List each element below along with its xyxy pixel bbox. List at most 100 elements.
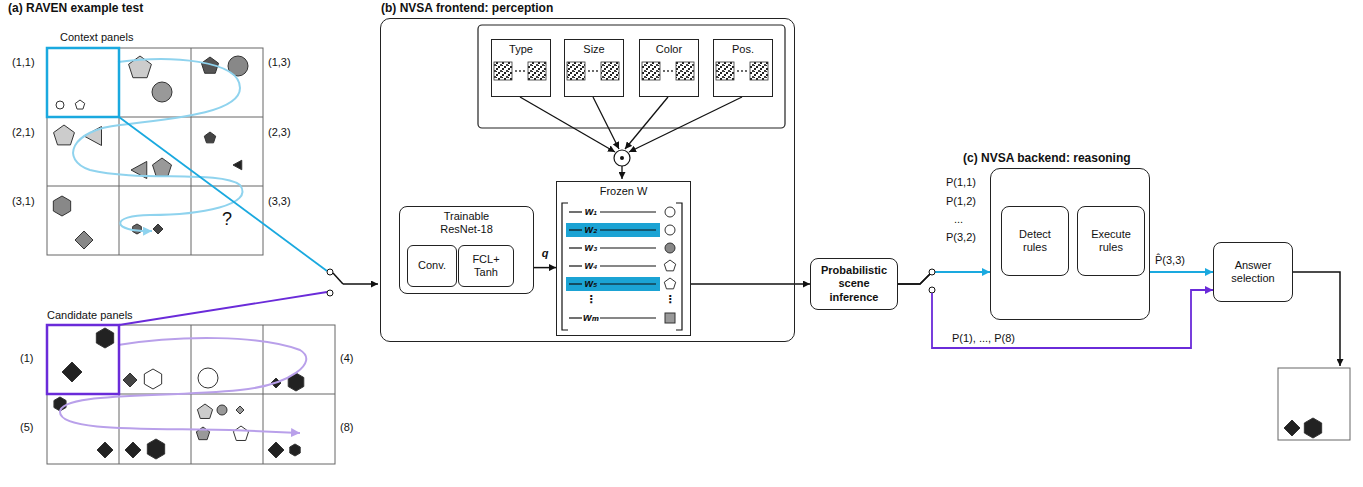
annotation: (5) [20,421,33,434]
panel-shapes [54,125,75,145]
connector-line [1150,271,1213,273]
annotation: P(1,2) [946,195,976,208]
input-switch [119,117,327,271]
box-label: Detect rules [1010,228,1060,254]
connector-line [935,271,990,273]
panel-shapes [97,442,113,458]
matrix-rows [600,229,656,230]
matrix-shapes [665,243,675,253]
panel-shapes [153,224,163,234]
context-grid [47,48,263,255]
codebook-matrix: Frozen W [556,181,691,336]
candidate-grid [263,325,264,464]
matrix-shapes [664,260,675,271]
codebook-box: Pos. [713,39,773,97]
panel-shapes [147,439,164,459]
ellipsis-dots [663,70,665,72]
binding-operator [614,150,630,166]
panel-shapes [144,369,161,389]
matrix-rows [600,247,656,248]
input-switch [343,283,378,285]
matrix-entry: w₄ [585,259,598,272]
panel-shapes [196,427,209,440]
box-label: Size [568,43,620,56]
matrix-shapes [665,313,675,323]
context-grid [119,48,120,255]
ellipsis-dots [523,70,525,72]
ellipsis-dots [515,70,517,72]
matrix-entry: ⋮ [665,293,676,306]
codebook-box: Size [564,39,624,97]
candidate-grid [47,325,335,464]
annotation: ... [954,213,963,226]
binding-arrows [621,166,622,179]
panel-shapes [204,132,215,143]
matrix-shapes [664,207,675,323]
ellipsis-dots [741,70,743,72]
matrix-entry: w₁ [585,205,597,218]
connector-line [534,267,556,269]
process-box: Probabilistic scene inference [810,258,898,310]
panel-shapes [271,378,281,388]
layer-box: FCL+ Tanh [458,245,514,287]
connector-line [898,274,930,284]
box-label: Conv. [416,259,448,272]
frontend-panel: TypeSizeColorPos.Conv.FCL+ TanhTrainable… [380,18,795,342]
connector [898,274,1213,348]
binding-arrows [520,97,742,179]
ellipsis-dots [667,70,669,72]
context-flow [73,59,242,231]
codebook-noise [676,62,694,80]
matrix-rows [569,283,582,284]
binding-arrows [593,97,619,149]
panel-shapes [75,231,93,249]
panel-shapes [201,57,218,73]
box-label: Execute rules [1086,228,1136,254]
annotation: (4) [340,352,353,365]
codebook-noise [494,62,768,80]
annotation: (1,1) [12,56,35,69]
binding-operator [614,150,630,166]
ellipsis-dots [519,70,521,72]
context-grid [47,117,263,118]
codebook-box: Type [491,39,551,97]
panel-shapes [290,444,300,456]
input-switch [119,117,378,325]
panel-shapes [125,442,141,458]
codebook-noise [567,62,585,80]
matrix-entry: w₅ [585,277,598,290]
matrix-rows [569,211,582,212]
backend-panel: Detect rulesExecute rules(c) NVSA backen… [990,168,1150,320]
matrix-shapes [664,278,675,289]
annotation: P(3,2) [946,231,976,244]
panel-title: (b) NVSA frontend: perception [381,1,553,15]
connector-line [898,274,930,284]
panel-title: (a) RAVEN example test [8,1,143,15]
matrix-entry: ⋮ [586,293,597,306]
codebook-panel [478,25,785,128]
panel-shapes [75,100,85,109]
panel-shapes [217,405,227,415]
selected-context-panel [47,48,119,117]
context-grid [47,186,263,187]
connector-line [691,283,810,285]
selected-candidate-panel [47,325,119,394]
annotation: (2,1) [12,126,35,139]
connector-line [932,290,1213,348]
annotation: Context panels [60,31,133,44]
annotation: ? [222,209,232,231]
binding-arrows [625,97,668,149]
process-box: Execute rules [1077,206,1145,276]
matrix-rows [600,317,656,318]
matrix-rows [569,229,582,230]
panel-shapes [56,101,64,109]
context-grid [191,48,192,255]
panel-shapes [236,406,244,414]
matrix-rows [562,203,682,330]
candidate-flow [60,338,306,433]
candidate-grid [47,325,335,464]
panel-shapes [96,328,113,348]
